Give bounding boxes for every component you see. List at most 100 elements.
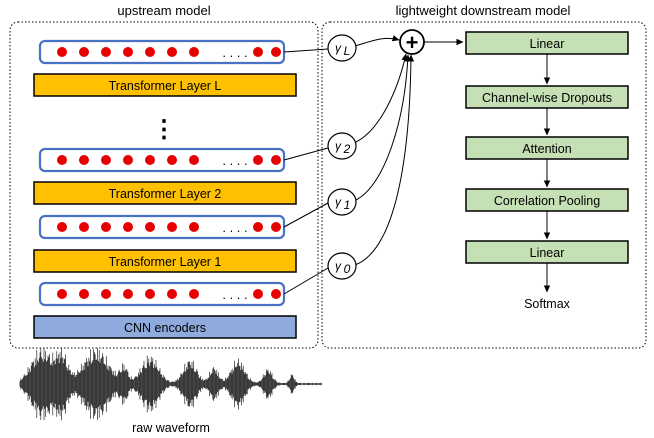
vector-dot [271,47,281,57]
sum-symbol: + [406,30,419,55]
vector-dots [57,155,281,165]
vector-dot [145,222,155,232]
downstream-block-attention: Attention [465,136,629,160]
vector-dot [145,289,155,299]
gamma-weight-l: γ L [327,34,357,62]
vector-dot [271,289,281,299]
gamma-weight-0: γ 0 [327,252,357,280]
weighted-sum-node: + [399,29,425,55]
raw-waveform-caption: raw waveform [132,421,210,435]
vector-dot [123,47,133,57]
vector-dot [79,222,89,232]
vector-ellipsis: . . . . [222,153,247,168]
downstream-block-label: Linear [530,246,565,260]
vector-dot [101,289,111,299]
vector-dot [123,155,133,165]
vertical-ellipsis: ⋮ [152,116,176,143]
vector-to-weight-lines [283,48,329,295]
downstream-block-correlation-pooling: Correlation Pooling [465,188,629,212]
weight-circle [327,188,357,216]
vector-dot [189,289,199,299]
connector-line [283,48,329,53]
vector-dot [123,289,133,299]
vector-ellipsis: . . . . [222,287,247,302]
weight-circle [327,34,357,62]
downstream-block-label: Attention [522,142,571,156]
vector-dot [101,222,111,232]
downstream-block-label: Linear [530,37,565,51]
transformer-layer-l: Transformer Layer L [33,73,297,97]
vector-dot [271,155,281,165]
vector-dot [253,155,263,165]
gamma-weight-2: γ 2 [327,132,357,160]
vector-dot [79,155,89,165]
weight-arrow [354,54,415,266]
vector-dot [123,222,133,232]
vector-dot [101,155,111,165]
vector-dot [189,47,199,57]
vector-dots [57,47,281,57]
transformer-layer-2: Transformer Layer 2 [33,181,297,205]
vector-dot [79,47,89,57]
vector-ellipsis: . . . . [222,220,247,235]
vector-dot [189,155,199,165]
transformer-layer-label: Transformer Layer 2 [109,187,222,201]
vector-dot [167,222,177,232]
vector-dot [189,222,199,232]
vector-dot [167,47,177,57]
weight-subscript: L [344,44,351,58]
weight-subscript: 2 [343,142,351,156]
connector-line [283,267,329,295]
vector-dot [57,289,67,299]
weight-circle [327,132,357,160]
cnn-encoders: CNN encoders [33,315,297,339]
raw-waveform-graphic [19,347,322,421]
cnn-encoders-box [33,315,297,339]
hidden-state-vector: . . . . [38,147,286,173]
downstream-block-linear-1: Linear [465,31,629,55]
softmax-output-label: Softmax [524,297,571,311]
downstream-block-label: Channel-wise Dropouts [482,91,612,105]
vector-dot [253,289,263,299]
vector-dot [253,47,263,57]
weight-circle [327,252,357,280]
vector-dot [57,155,67,165]
transformer-layer-1: Transformer Layer 1 [33,249,297,273]
transformer-layer-box [33,181,297,205]
gamma-weight-1: γ 1 [327,188,357,216]
connector-line [283,202,329,228]
vector-dot [271,222,281,232]
vector-dot [253,222,263,232]
vector-dot [79,289,89,299]
hidden-state-vector: . . . . [38,214,286,240]
upstream-panel: upstream model [9,3,319,349]
hidden-state-vector: . . . . [38,39,286,65]
weight-symbol: γ [335,259,342,273]
weight-symbol: γ [335,41,342,55]
vector-dot [145,155,155,165]
cnn-encoders-label: CNN encoders [124,321,206,335]
vector-dot [167,289,177,299]
weight-arrow [355,53,408,143]
weight-symbol: γ [335,139,342,153]
waveform-trace [19,347,322,421]
transformer-layer-box [33,249,297,273]
vector-dots [57,222,281,232]
weight-subscript: 0 [344,262,351,276]
downstream-block-label: Correlation Pooling [494,194,600,208]
transformer-layer-label: Transformer Layer 1 [109,255,222,269]
vector-dot [167,155,177,165]
vector-dot [57,222,67,232]
weight-arrow [354,35,400,47]
vector-dots [57,289,281,299]
upstream-panel-border [9,21,319,349]
weight-symbol: γ [335,195,342,209]
vector-dot [57,47,67,57]
transformer-layer-box [33,73,297,97]
vector-dot [101,47,111,57]
upstream-title: upstream model [117,3,210,18]
downstream-block-channel-dropouts: Channel-wise Dropouts [465,85,629,109]
weight-arrow [355,54,411,201]
weight-subscript: 1 [344,198,351,212]
